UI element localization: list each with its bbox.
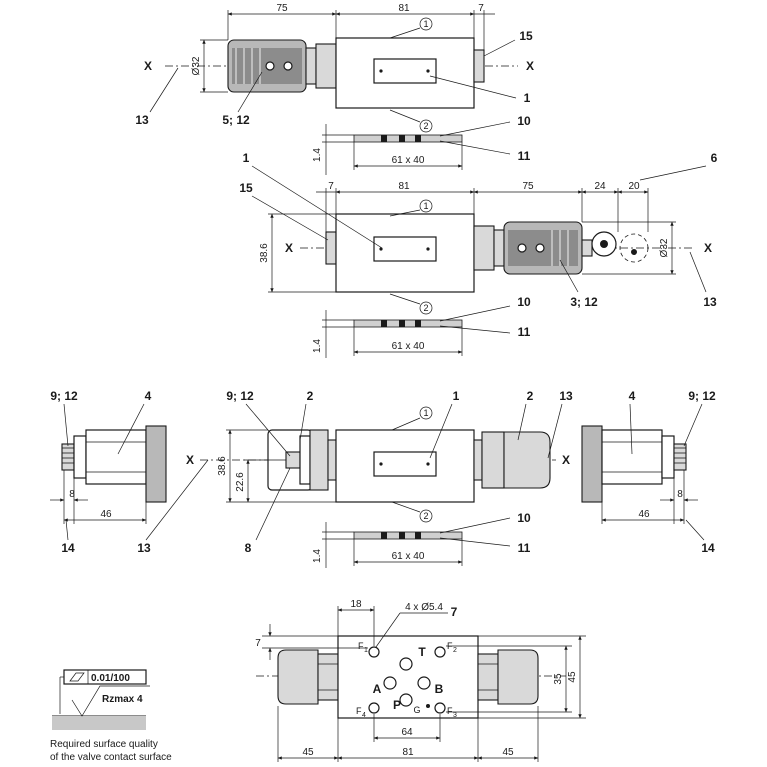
x-right: X bbox=[704, 241, 712, 255]
dim-61x40: 61 x 40 bbox=[392, 551, 425, 562]
label-9-12: 9; 12 bbox=[50, 389, 78, 403]
dim-45-vertical: 45 bbox=[567, 671, 578, 683]
label-15: 15 bbox=[239, 181, 253, 195]
label-10: 10 bbox=[517, 295, 531, 309]
dim-46: 46 bbox=[100, 509, 112, 520]
label-3-12: 3; 12 bbox=[570, 295, 598, 309]
label-7: 7 bbox=[451, 605, 458, 619]
label-15: 15 bbox=[519, 29, 533, 43]
x-left: X bbox=[285, 241, 293, 255]
dim-81: 81 bbox=[398, 181, 410, 192]
x-right: X bbox=[562, 453, 570, 467]
port-P: P bbox=[393, 698, 401, 712]
label-9-12-center: 9; 12 bbox=[226, 389, 254, 403]
dim-20: 20 bbox=[628, 181, 640, 192]
port-A: A bbox=[373, 682, 382, 696]
dim-64: 64 bbox=[401, 727, 413, 738]
view1: 1 2 75 81 7 Ø32 X X 13 5; 12 15 1 bbox=[135, 3, 534, 175]
port-T: T bbox=[418, 645, 426, 659]
label-1: 1 bbox=[243, 151, 250, 165]
label-9-12: 9; 12 bbox=[688, 389, 716, 403]
label-4: 4 bbox=[629, 389, 636, 403]
port-B: B bbox=[435, 682, 444, 696]
label-5-12: 5; 12 bbox=[222, 113, 250, 127]
dim-24: 24 bbox=[594, 181, 606, 192]
circle-label-1: 1 bbox=[423, 19, 428, 29]
label-11: 11 bbox=[518, 325, 531, 339]
label-14: 14 bbox=[701, 541, 715, 555]
flatness-value: 0.01/100 bbox=[91, 673, 130, 684]
dim-7: 7 bbox=[255, 638, 261, 649]
dim-81: 81 bbox=[402, 747, 414, 758]
label-2-right: 2 bbox=[527, 389, 534, 403]
dim-61x40: 61 x 40 bbox=[392, 155, 425, 166]
mark-F3: F bbox=[447, 706, 453, 716]
dim-45-right: 45 bbox=[502, 747, 514, 758]
mark-F1: F bbox=[358, 641, 364, 651]
dim-7: 7 bbox=[328, 181, 334, 192]
label-13-right: 13 bbox=[559, 389, 573, 403]
view2: 1 2 7 81 75 24 20 38.6 Ø32 X X bbox=[239, 151, 718, 358]
dim-81: 81 bbox=[398, 3, 410, 14]
view4: T A B P G F 1 F 2 F 3 F 4 18 4 x Ø5.4 7 … bbox=[255, 599, 586, 762]
dim-4x54: 4 x Ø5.4 bbox=[405, 602, 443, 613]
mark-F2-sub: 2 bbox=[453, 647, 457, 654]
x-left: X bbox=[144, 59, 152, 73]
dim-1-4: 1.4 bbox=[312, 549, 323, 563]
x-left: X bbox=[186, 453, 194, 467]
circle-label-2: 2 bbox=[423, 303, 428, 313]
dim-18: 18 bbox=[350, 599, 362, 610]
mark-F4-sub: 4 bbox=[362, 712, 366, 719]
dim-1-4: 1.4 bbox=[312, 148, 323, 162]
dim-61x40: 61 x 40 bbox=[392, 341, 425, 352]
label-13: 13 bbox=[703, 295, 717, 309]
mark-F3-sub: 3 bbox=[453, 712, 457, 719]
circle-label-1: 1 bbox=[423, 408, 428, 418]
mark-F1-sub: 1 bbox=[364, 647, 368, 654]
dim-38-6: 38.6 bbox=[217, 456, 228, 476]
dim-38-6: 38.6 bbox=[259, 243, 270, 263]
mark-F4: F bbox=[356, 706, 362, 716]
label-1: 1 bbox=[453, 389, 460, 403]
label-13: 13 bbox=[135, 113, 149, 127]
label-13-left: 13 bbox=[137, 541, 151, 555]
label-11: 11 bbox=[518, 149, 531, 163]
surface-caption-line2: of the valve contact surface bbox=[50, 752, 172, 763]
port-G: G bbox=[413, 705, 420, 715]
label-6: 6 bbox=[711, 151, 718, 165]
dim-75: 75 bbox=[276, 3, 288, 14]
dim-75: 75 bbox=[522, 181, 534, 192]
right-assembly: 8 46 4 9; 12 14 bbox=[581, 389, 716, 555]
dim-1-4: 1.4 bbox=[312, 339, 323, 353]
label-10: 10 bbox=[517, 114, 531, 128]
left-assembly: 8 46 9; 12 4 14 bbox=[50, 389, 167, 555]
dim-35: 35 bbox=[553, 673, 564, 685]
circle-label-2: 2 bbox=[423, 511, 428, 521]
label-1: 1 bbox=[524, 91, 531, 105]
dim-8: 8 bbox=[677, 489, 683, 500]
surface-caption-line1: Required surface quality bbox=[50, 739, 158, 750]
roughness-value: Rzmax 4 bbox=[102, 694, 143, 705]
label-2-left: 2 bbox=[307, 389, 314, 403]
surface-quality-symbol: 0.01/100 Rzmax 4 Required surface qualit… bbox=[50, 669, 172, 763]
label-11: 11 bbox=[518, 541, 531, 555]
circle-label-1: 1 bbox=[423, 201, 428, 211]
dim-d32: Ø32 bbox=[191, 56, 202, 75]
dim-8: 8 bbox=[69, 489, 75, 500]
dim-22-6: 22.6 bbox=[235, 472, 246, 492]
dim-7: 7 bbox=[478, 3, 484, 14]
dim-45-left: 45 bbox=[302, 747, 314, 758]
dim-46: 46 bbox=[638, 509, 650, 520]
label-4: 4 bbox=[145, 389, 152, 403]
dim-d32: Ø32 bbox=[659, 238, 670, 257]
label-10: 10 bbox=[517, 511, 531, 525]
label-14: 14 bbox=[61, 541, 75, 555]
label-8: 8 bbox=[245, 541, 252, 555]
x-right: X bbox=[526, 59, 534, 73]
view3: 8 46 9; 12 4 14 X 13 1 2 bbox=[50, 389, 716, 568]
circle-label-2: 2 bbox=[423, 121, 428, 131]
